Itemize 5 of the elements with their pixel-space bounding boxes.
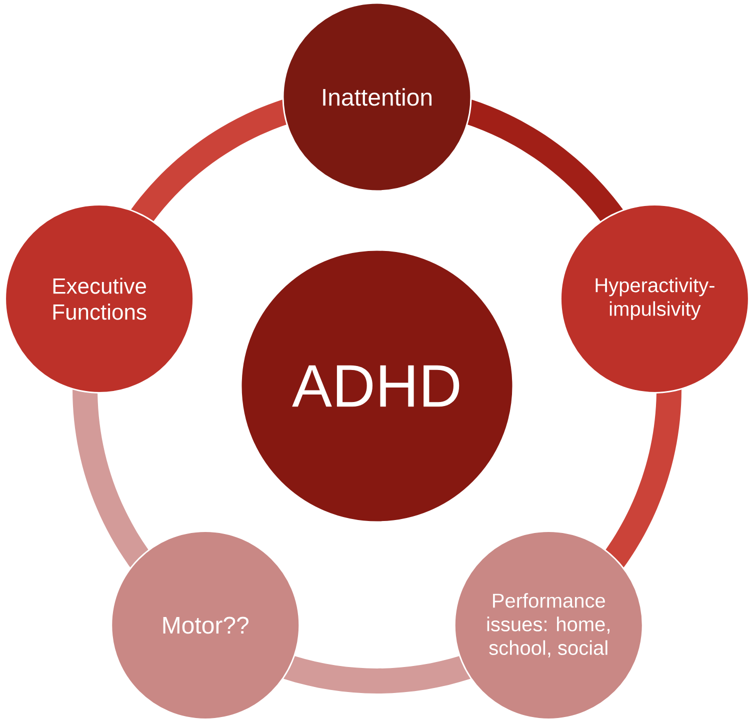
- ring-arc: [72, 390, 148, 568]
- ring-arc: [468, 100, 623, 222]
- ring-arc: [131, 100, 286, 222]
- ring-arc: [606, 390, 682, 568]
- ring-arc: [284, 656, 470, 694]
